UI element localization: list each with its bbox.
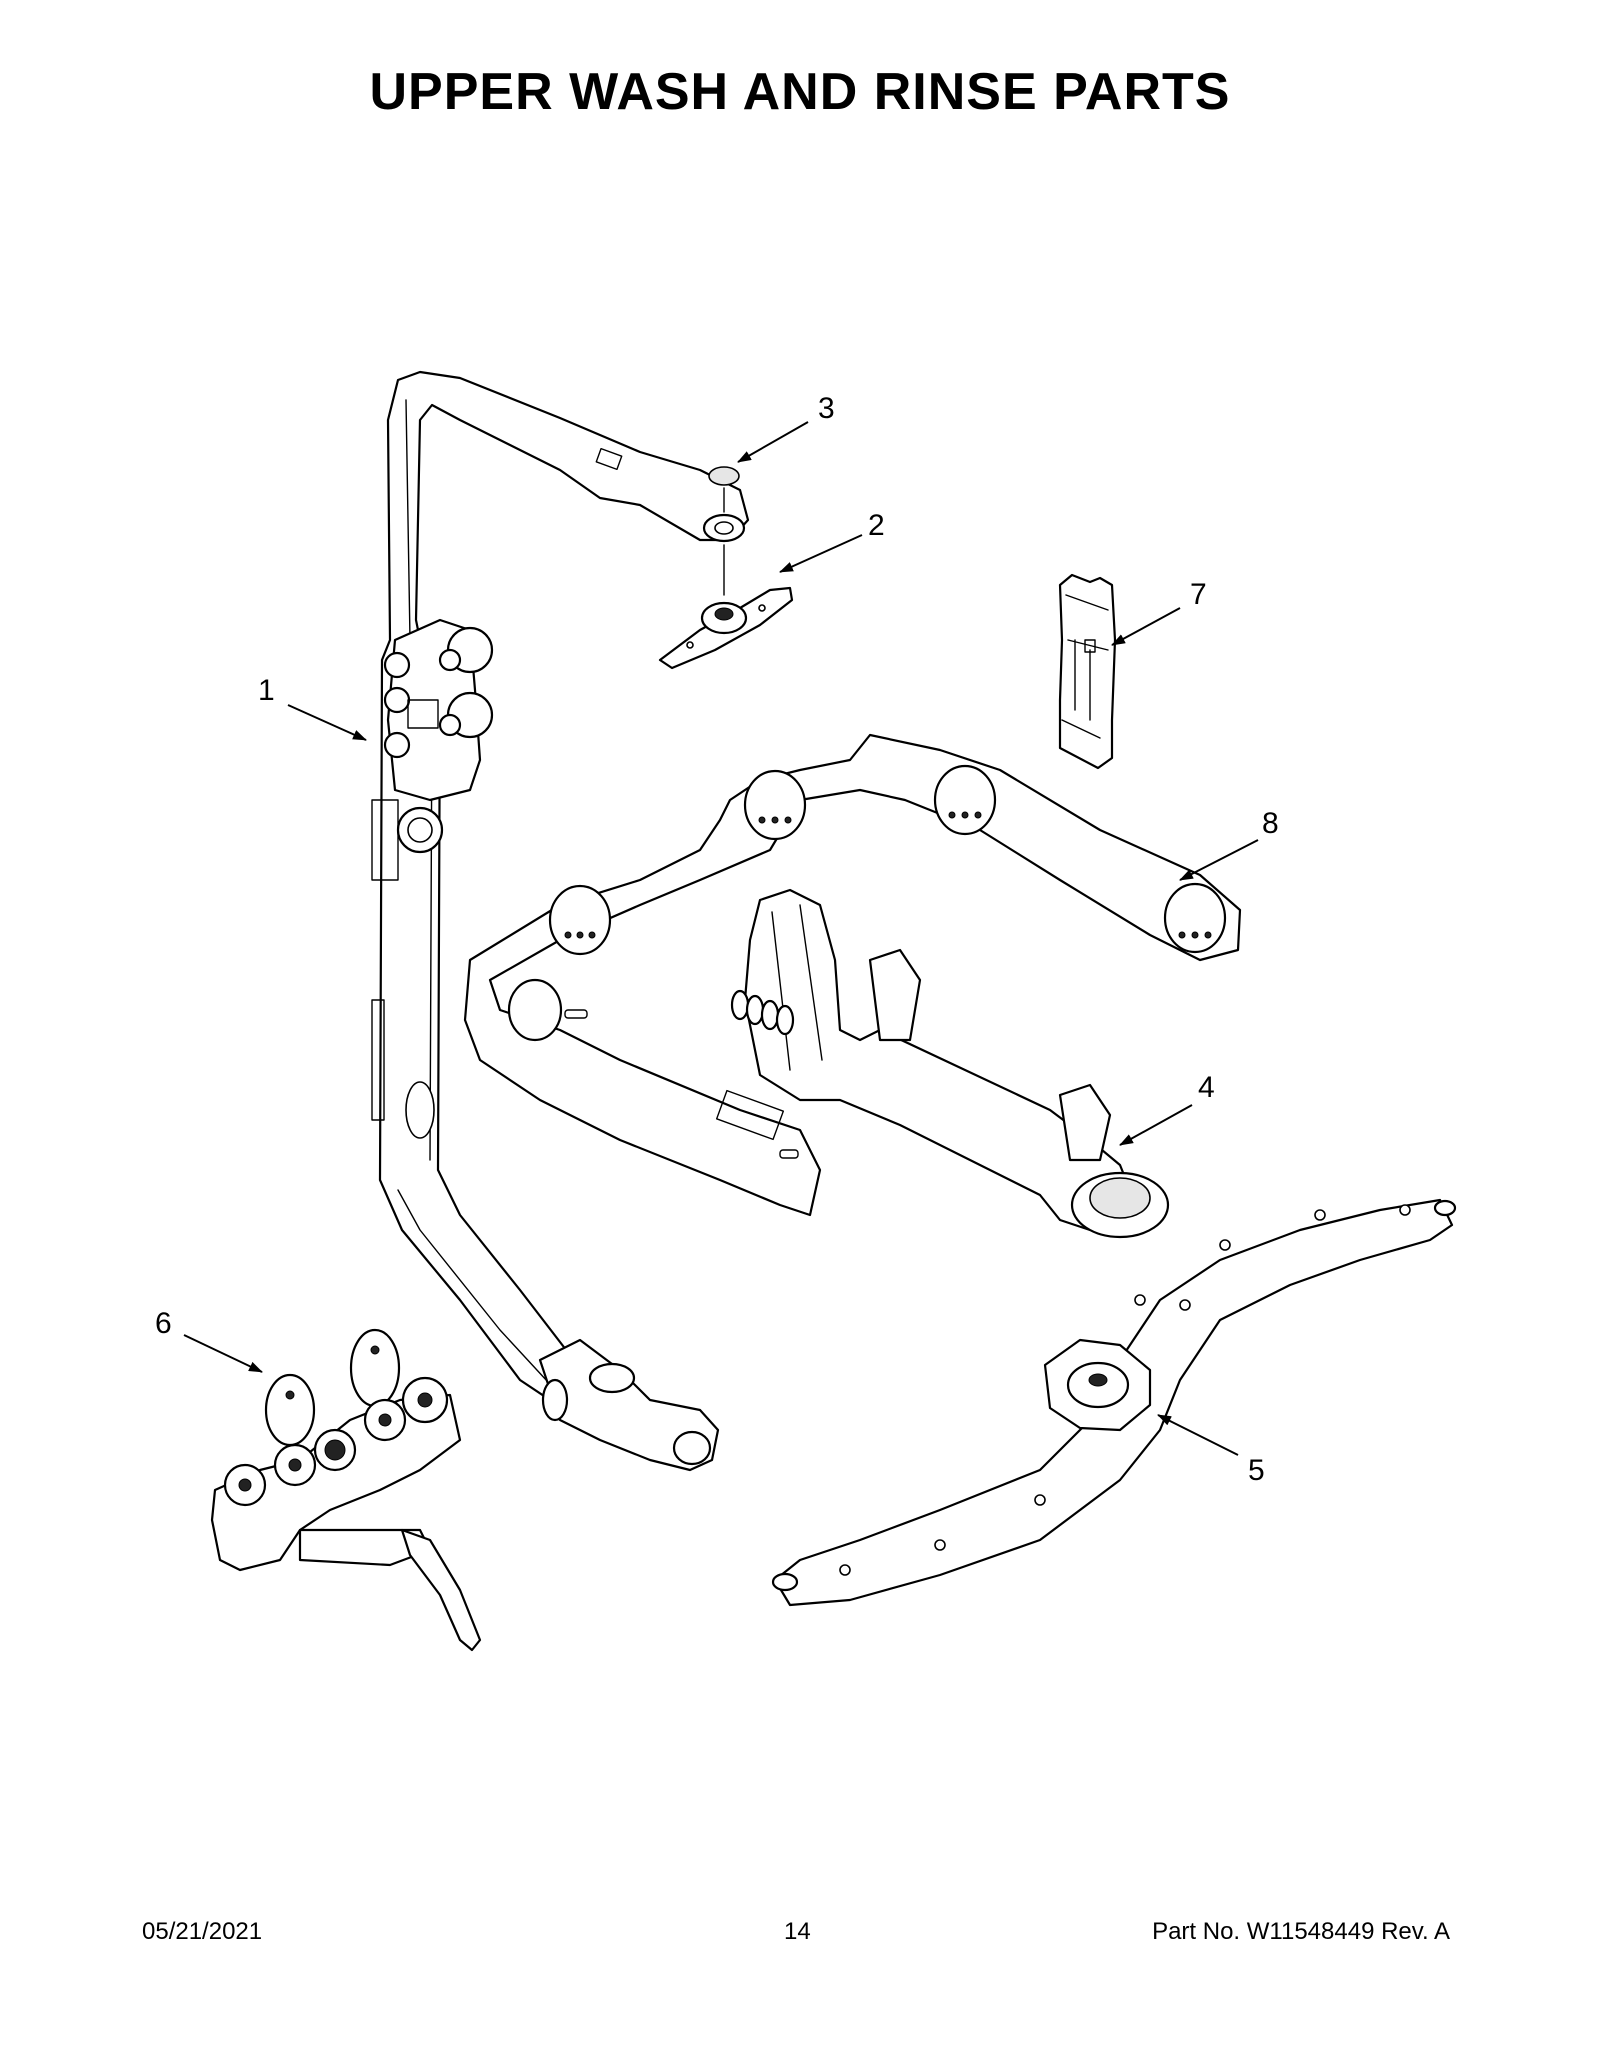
part-5-lower-spray-arm [771,1198,1457,1607]
footer-page-number: 14 [784,1918,811,1945]
part-8-rack-manifold-rail [463,733,1242,1217]
callout-1-label: 1 [258,674,275,707]
callout-6-label: 6 [155,1307,172,1340]
callout-5: 5 [1157,1414,1265,1487]
footer-date: 05/21/2021 [142,1918,263,1945]
part-3-cap [702,466,746,543]
part-4-spray-arm-bracket [730,888,1170,1239]
callout-4-label: 4 [1198,1071,1215,1104]
callout-4: 4 [1119,1071,1215,1146]
callout-2: 2 [779,509,885,573]
page-title: UPPER WASH AND RINSE PARTS [369,63,1231,121]
nozzle-stack [223,1328,449,1507]
callout-8-label: 8 [1262,807,1279,840]
bracket-coil [730,989,795,1036]
footer-part-number: Part No. W11548449 Rev. A [1152,1918,1450,1945]
part-7-clip [1058,573,1117,770]
callout-8: 8 [1179,807,1279,881]
callout-3: 3 [737,392,835,463]
rail-nozzle-holes [564,811,1212,939]
spray-arm-holes [839,1204,1411,1576]
callout-3-label: 3 [818,392,835,425]
callout-2-label: 2 [868,509,885,542]
part-6-nozzle-manifold [210,1328,482,1652]
callout-7: 7 [1111,578,1207,646]
callout-7-label: 7 [1190,578,1207,611]
part-2-upper-spray-arm [658,544,794,670]
callout-6: 6 [155,1307,263,1373]
callout-5-label: 5 [1248,1454,1265,1487]
callout-1: 1 [258,674,367,741]
